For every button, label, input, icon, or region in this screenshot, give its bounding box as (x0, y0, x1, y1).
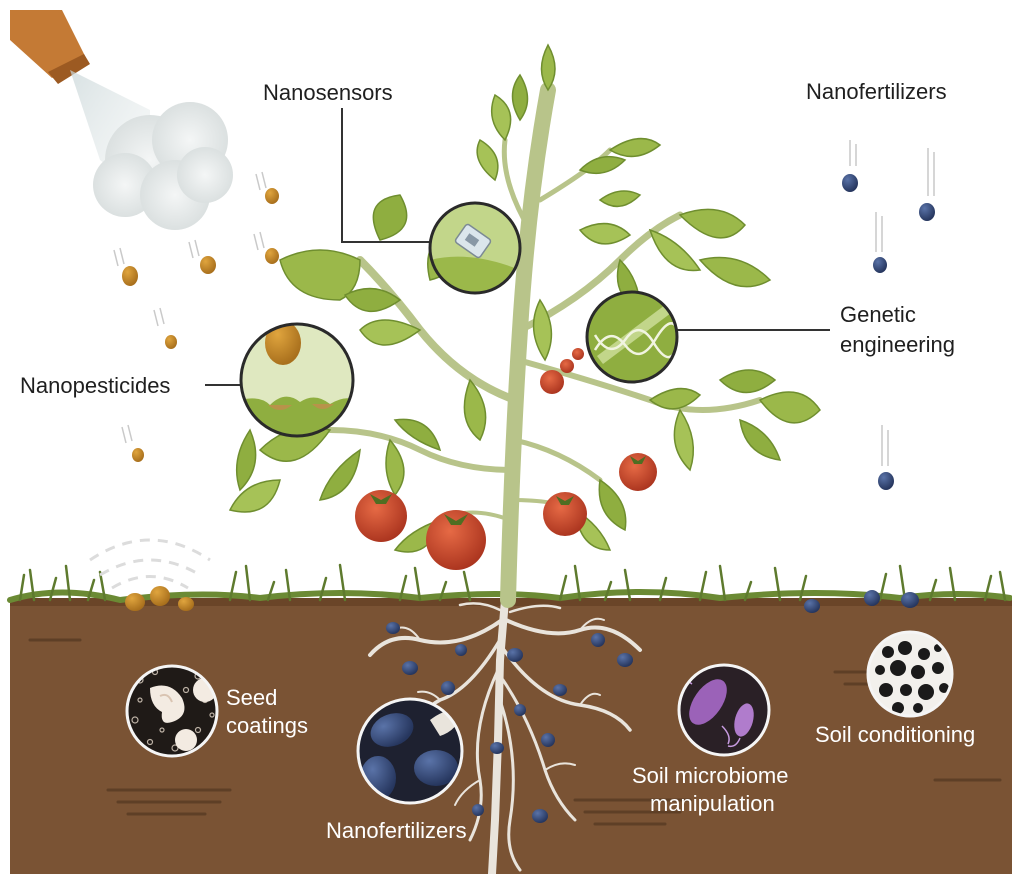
seed-coatings-label-line1: Seed (226, 685, 277, 710)
pesticide-impact-ripples (90, 540, 210, 588)
nanofertilizers-top-label: Nanofertilizers (806, 79, 947, 104)
nanopesticides-callout: Nanopesticides (20, 321, 355, 440)
soil-microbiome-label-line2: manipulation (650, 791, 775, 816)
spray-mist (70, 70, 233, 230)
genetic-engineering-label-line2: engineering (840, 332, 955, 357)
nanofertilizers-soil-label: Nanofertilizers (326, 818, 467, 843)
seed-coatings-label-line2: coatings (226, 713, 308, 738)
genetic-engineering-callout: Genetic engineering (587, 292, 955, 382)
sprayer-nozzle-icon (10, 10, 90, 84)
soil-conditioning-label: Soil conditioning (815, 722, 975, 747)
nanosensors-label: Nanosensors (263, 80, 393, 105)
nanopesticides-label: Nanopesticides (20, 373, 170, 398)
nanofertilizer-particles-air (804, 140, 935, 613)
soil-microbiome-label-line1: Soil microbiome (632, 763, 789, 788)
genetic-engineering-label-line1: Genetic (840, 302, 916, 327)
